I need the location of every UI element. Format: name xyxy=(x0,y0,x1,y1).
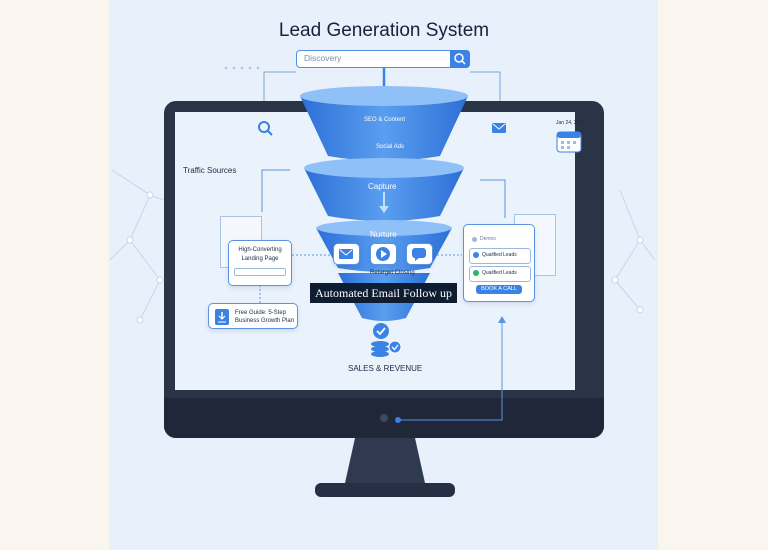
crm-header-dot xyxy=(472,237,477,242)
check-icon xyxy=(473,270,479,276)
lead-dot-icon xyxy=(473,252,479,258)
page-title: Lead Generation System xyxy=(278,20,490,41)
play-icon xyxy=(376,247,390,261)
guide-title-2: Business Growth Plan xyxy=(235,318,295,324)
funnel-stage-1-label: SEO & Content xyxy=(364,117,406,123)
search-icon xyxy=(258,121,273,136)
crm-item-2: Qualified Leads xyxy=(482,270,517,276)
email-followup-caption: Automated Email Follow up xyxy=(310,283,457,303)
chat-action[interactable] xyxy=(406,243,433,265)
video-action[interactable] xyxy=(370,243,397,265)
crm-card[interactable]: Demos Qualified Leads Qualified Leads BO… xyxy=(463,224,535,302)
email-action[interactable] xyxy=(333,243,360,265)
sales-revenue-label: SALES & REVENUE xyxy=(348,364,423,373)
crm-row-2[interactable]: Qualified Leads xyxy=(469,266,531,282)
traffic-sources-label: Traffic Sources xyxy=(183,166,237,175)
crm-row-1[interactable]: Qualified Leads xyxy=(469,248,531,264)
crm-item-1: Qualified Leads xyxy=(482,252,517,258)
guide-title-1: Free Guide: 5-Step xyxy=(235,310,287,316)
funnel-stage-1-sub: Social Ads xyxy=(376,144,405,150)
date-text: Jan 24, 2026 xyxy=(556,120,585,126)
funnel-stage-2-label: Capture xyxy=(368,182,397,191)
email-icon xyxy=(339,249,353,259)
calendar-icon xyxy=(556,131,582,153)
search-icon xyxy=(454,53,466,65)
search-button[interactable] xyxy=(450,50,470,68)
landing-page-title-2: Landing Page xyxy=(241,256,279,262)
search-input[interactable]: Discovery xyxy=(304,53,342,63)
search-box[interactable]: Discovery xyxy=(296,50,470,68)
download-icon xyxy=(215,309,229,325)
crm-header: Demos xyxy=(480,236,496,242)
funnel-stage-3-sub: Retarget Closing xyxy=(370,270,415,276)
landing-page-card[interactable]: High-Converting Landing Page xyxy=(228,240,292,286)
landing-page-field[interactable] xyxy=(234,268,286,276)
free-guide-card[interactable]: Free Guide: 5-Step Business Growth Plan xyxy=(208,303,298,329)
monitor-stand xyxy=(315,438,455,497)
camera-dot xyxy=(380,414,388,422)
landing-page-title-1: High-Converting xyxy=(238,247,282,253)
funnel-stage-3-label: Nurture xyxy=(370,230,397,239)
coins-icon xyxy=(371,323,402,357)
email-icon xyxy=(492,123,506,133)
book-a-call-button[interactable]: BOOK A CALL xyxy=(476,285,522,294)
chat-icon xyxy=(412,248,426,261)
